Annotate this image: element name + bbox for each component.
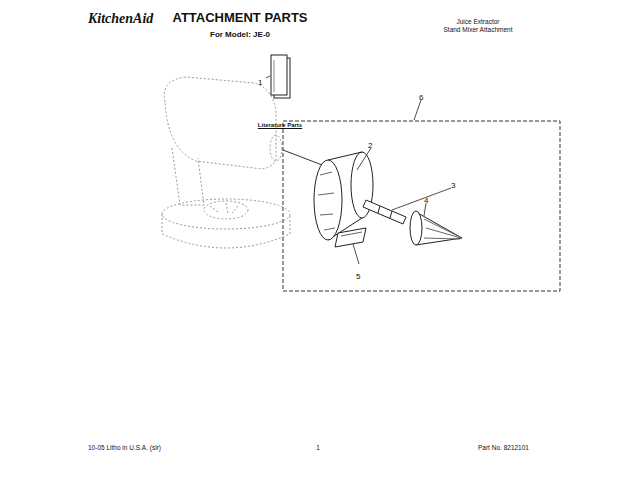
callout-number: 3	[451, 182, 455, 191]
label-holder: For Model: JE-0	[210, 23, 270, 41]
label-holder: 10-05 Litho in U.S.A. (slr)	[88, 436, 161, 454]
label-holder: 1	[258, 71, 262, 89]
attachment-name: Juice Extractor	[457, 18, 500, 25]
label-holder: KitchenAid	[88, 9, 153, 27]
callout-number: 5	[356, 273, 360, 282]
label-holder: Part No. 8212101	[478, 436, 529, 454]
callout-number: 6	[419, 94, 423, 103]
title-holder: ATTACHMENT PARTS	[172, 8, 307, 26]
group-name: Literature Parts	[258, 122, 302, 129]
callout-number: 2	[368, 142, 372, 151]
callout-number: 1	[258, 79, 262, 88]
kit-dashed-box	[283, 121, 560, 291]
label-holder: 6	[419, 86, 423, 104]
attachment-subtitle: Stand Mixer Attachment	[443, 26, 512, 33]
strainer-cylinder	[363, 200, 406, 224]
page-number: 1	[316, 444, 320, 451]
stand-mixer-outline	[162, 77, 290, 248]
brand-logo: KitchenAid	[88, 11, 153, 26]
part-number: Part No. 8212101	[478, 444, 529, 451]
label-holder: Stand Mixer Attachment	[443, 18, 512, 36]
model-number: For Model: JE-0	[210, 31, 270, 40]
literature-booklet	[271, 55, 290, 98]
pulp-tray	[335, 228, 366, 247]
label-holder: 1	[316, 436, 320, 454]
page-title: ATTACHMENT PARTS	[172, 11, 307, 25]
label-holder: 2	[368, 134, 372, 152]
label-holder: 4	[424, 189, 428, 207]
label-holder: Literature Parts	[258, 113, 302, 131]
reamer-cone	[410, 211, 462, 245]
print-code: 10-05 Litho in U.S.A. (slr)	[88, 444, 161, 451]
label-holder: 5	[356, 265, 360, 283]
juicer-housing	[314, 152, 373, 240]
label-holder: 3	[451, 174, 455, 192]
leader-lines	[266, 76, 451, 264]
label-holder: Juice Extractor	[457, 10, 500, 28]
callout-number: 4	[424, 197, 428, 206]
